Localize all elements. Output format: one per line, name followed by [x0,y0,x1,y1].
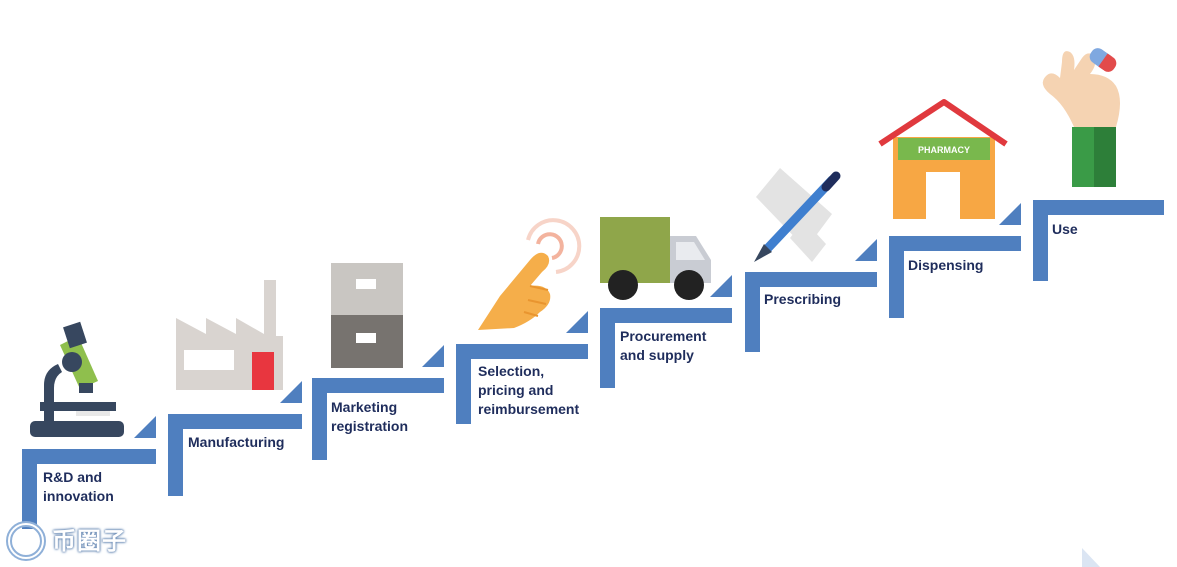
step-label-use: Use [1052,221,1078,237]
step-label-prescribing: Prescribing [764,291,842,307]
staircase [22,200,1164,567]
factory-icon [176,280,283,390]
delivery-truck-icon [600,217,711,300]
step-5-bracket [600,275,732,388]
step-6-bracket [745,239,877,352]
pharmacy-building-icon: PHARMACY [878,99,1008,219]
pointing-hand-icon [478,218,582,330]
decorative-corner [1082,548,1100,567]
step-7-bracket [889,203,1021,318]
step-1-bracket [22,416,156,529]
hand-holding-pill-icon [1042,48,1120,187]
step-label-marketing-registration: Marketing registration [331,399,409,434]
pharmacy-sign: PHARMACY [918,145,970,155]
step-8-bracket [1033,200,1164,281]
step-label-procurement-supply: Procurement and supply [620,328,707,363]
step-label-rd-innovation: R&D and innovation [43,469,114,504]
prescription-pen-icon [754,168,841,262]
step-4-bracket [456,311,588,424]
watermark-text: 币圈子 [52,527,127,555]
step-3-bracket [312,345,444,460]
step-label-dispensing: Dispensing [908,257,984,273]
microscope-icon [30,321,124,437]
step-label-manufacturing: Manufacturing [188,434,285,450]
watermark-logo-icon [6,521,46,561]
step-label-selection-pricing-reimbursement: Selection, pricing and reimbursement [478,363,580,417]
filing-cabinet-icon [331,263,403,368]
step-2-bracket [168,381,302,496]
